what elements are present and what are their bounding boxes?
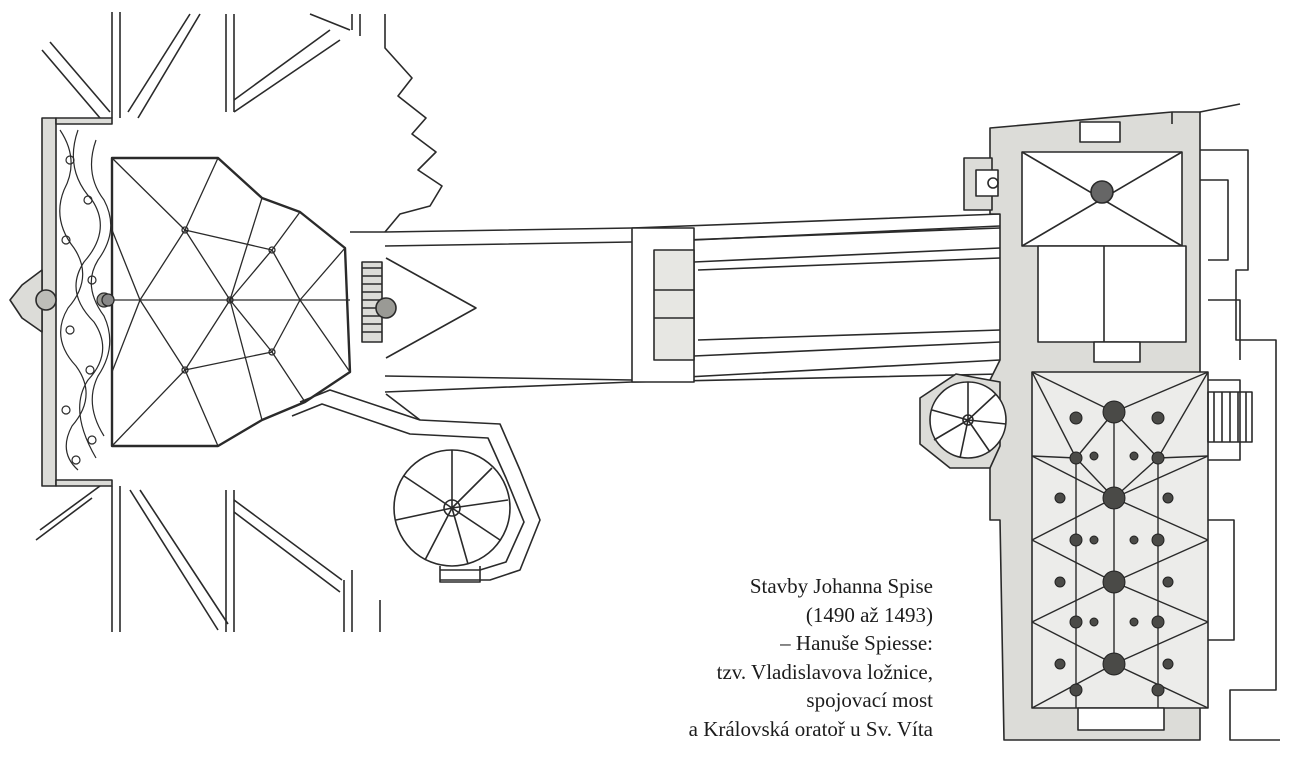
connecting-bridge — [384, 213, 1001, 393]
jagged-exterior-wall — [384, 14, 443, 233]
caption-line: a Královská oratoř u Sv. Víta — [688, 716, 933, 741]
upper-radiating-walls — [41, 12, 361, 119]
caption-line: Stavby Johanna Spise — [749, 574, 933, 598]
spiral-staircase-right — [919, 373, 1007, 469]
spiral-staircase-left — [393, 449, 511, 583]
caption-line: spojovací most — [806, 688, 933, 713]
caption-line: – Hanuše Spiesse: — [780, 631, 933, 656]
vladislav-bedchamber — [9, 12, 443, 632]
royal-oratory — [919, 103, 1280, 741]
oratory-middle-chamber — [1037, 245, 1187, 343]
caption-line: (1490 až 1493) — [805, 602, 933, 627]
oratory-east-walls — [1171, 103, 1280, 741]
plan-caption: Stavby Johanna Spise (1490 až 1493) – Ha… — [533, 572, 933, 744]
caption-line: tzv. Vladislavova ložnice, — [716, 659, 933, 684]
lower-radiating-walls — [35, 485, 353, 632]
oratory-bosses — [1054, 400, 1174, 697]
lower-passage — [291, 389, 541, 581]
bedchamber-vault-ribs — [101, 157, 351, 447]
entry-stair — [361, 257, 477, 359]
bedchamber-bay — [9, 269, 43, 333]
